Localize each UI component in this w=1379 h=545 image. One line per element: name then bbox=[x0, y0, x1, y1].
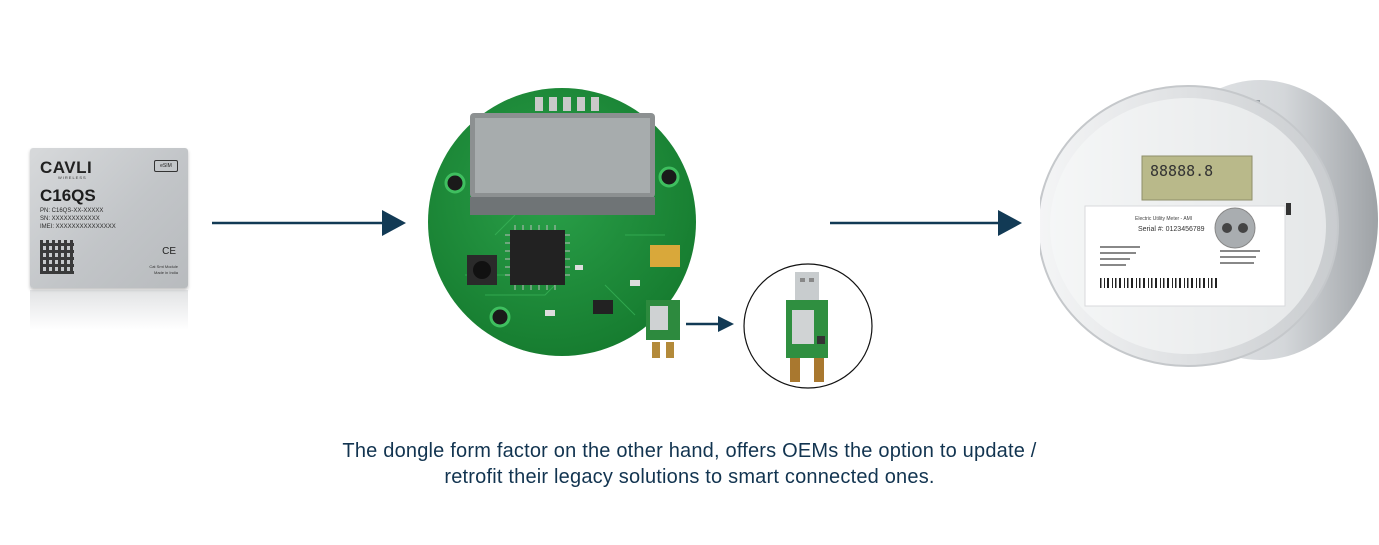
module-brand-logo: CAVLI bbox=[40, 158, 93, 177]
cellular-module-chip: CAVLI WIRELESS eSIM C16QS PN: C16QS-XX-X… bbox=[30, 148, 188, 288]
module-model-name: C16QS bbox=[40, 186, 96, 205]
module-reflection bbox=[30, 290, 188, 330]
pcb-board bbox=[428, 88, 696, 356]
module-brand-sub: WIRELESS bbox=[58, 175, 87, 180]
caption-line-1: The dongle form factor on the other hand… bbox=[342, 440, 1037, 462]
meter-serial: Serial #: 0123456789 bbox=[1138, 226, 1205, 233]
smart-meter: 88888.8 Electric Utility Meter - AMI Ser… bbox=[1040, 80, 1378, 367]
module-imei: IMEI: XXXXXXXXXXXXXXX bbox=[40, 224, 116, 230]
arrow-right-icon bbox=[212, 210, 406, 236]
meter-label-title: Electric Utility Meter - AMI bbox=[1135, 216, 1192, 222]
esim-badge: eSIM bbox=[154, 160, 178, 172]
dongle-small bbox=[646, 300, 680, 358]
ce-mark: CE bbox=[162, 246, 176, 257]
arrow-right-icon bbox=[830, 210, 1022, 236]
qr-code-icon bbox=[40, 240, 74, 274]
meter-display-digits: 88888.8 bbox=[1150, 162, 1213, 180]
module-serial-number: SN: XXXXXXXXXXXX bbox=[40, 216, 100, 222]
module-part-number: PN: C16QS-XX-XXXXX bbox=[40, 208, 104, 214]
module-footer-line1: Cat Smt Module bbox=[149, 264, 178, 269]
arrow-right-icon bbox=[686, 316, 734, 332]
module-footer-line2: Made in India bbox=[153, 270, 178, 275]
dongle-closeup bbox=[743, 263, 873, 389]
caption-line-2: retrofit their legacy solutions to smart… bbox=[444, 466, 935, 488]
